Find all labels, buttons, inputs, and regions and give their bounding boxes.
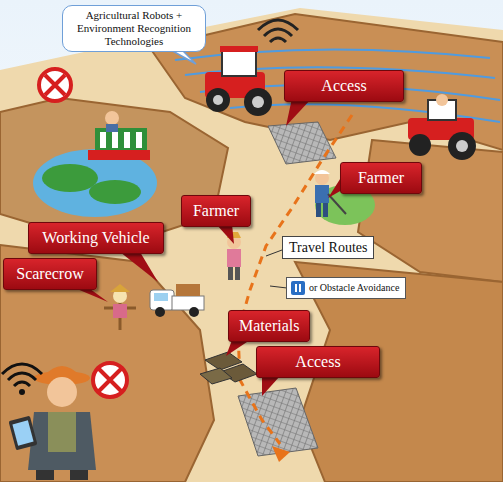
leader-line <box>270 286 287 288</box>
node-text: Agricultural Robots + Environment Recogn… <box>69 9 199 48</box>
node-text: Scarecrow <box>14 264 86 284</box>
working-vehicle <box>150 284 204 317</box>
pause-icon <box>291 281 305 295</box>
red-callout: Scarecrow <box>3 258 97 290</box>
no-entry-sign <box>93 363 127 397</box>
farmer-figure <box>227 232 241 280</box>
red-callout: Access <box>284 70 404 102</box>
red-callout: Farmer <box>340 162 422 194</box>
node-text: Working Vehicle <box>39 228 153 248</box>
red-callout: Materials <box>228 310 310 342</box>
tractor <box>408 94 476 160</box>
irrigation-rows <box>175 49 500 122</box>
node-text: Access <box>267 352 369 372</box>
access-grid <box>238 388 318 456</box>
node-text: Farmer <box>351 168 411 188</box>
robot-tractor <box>205 20 298 116</box>
red-callout: Working Vehicle <box>28 222 164 254</box>
speech-bubble: Agricultural Robots + Environment Recogn… <box>62 5 206 52</box>
road-ground <box>0 8 503 482</box>
materials-stack <box>200 352 257 384</box>
scarecrow-figure <box>104 284 136 330</box>
node-text: Travel Routes <box>289 239 367 256</box>
red-callout: Access <box>256 346 380 378</box>
route-arrowhead <box>272 446 290 462</box>
node-text: Materials <box>239 316 299 336</box>
label-box: or Obstacle Avoidance <box>286 277 406 299</box>
node-text: or Obstacle Avoidance <box>309 281 399 295</box>
label-box: Travel Routes <box>282 236 374 259</box>
rice-planter <box>88 111 150 160</box>
access-grid <box>268 122 336 164</box>
paddy-water <box>33 149 157 217</box>
node-text: Farmer <box>192 201 240 221</box>
lower-left-field <box>0 245 214 482</box>
node-text: Access <box>295 76 393 96</box>
red-callout: Farmer <box>181 195 251 227</box>
rice-seedlings <box>42 164 141 204</box>
no-entry-sign <box>39 69 71 101</box>
farmer-with-tablet <box>2 364 96 480</box>
leader-line <box>266 250 282 256</box>
